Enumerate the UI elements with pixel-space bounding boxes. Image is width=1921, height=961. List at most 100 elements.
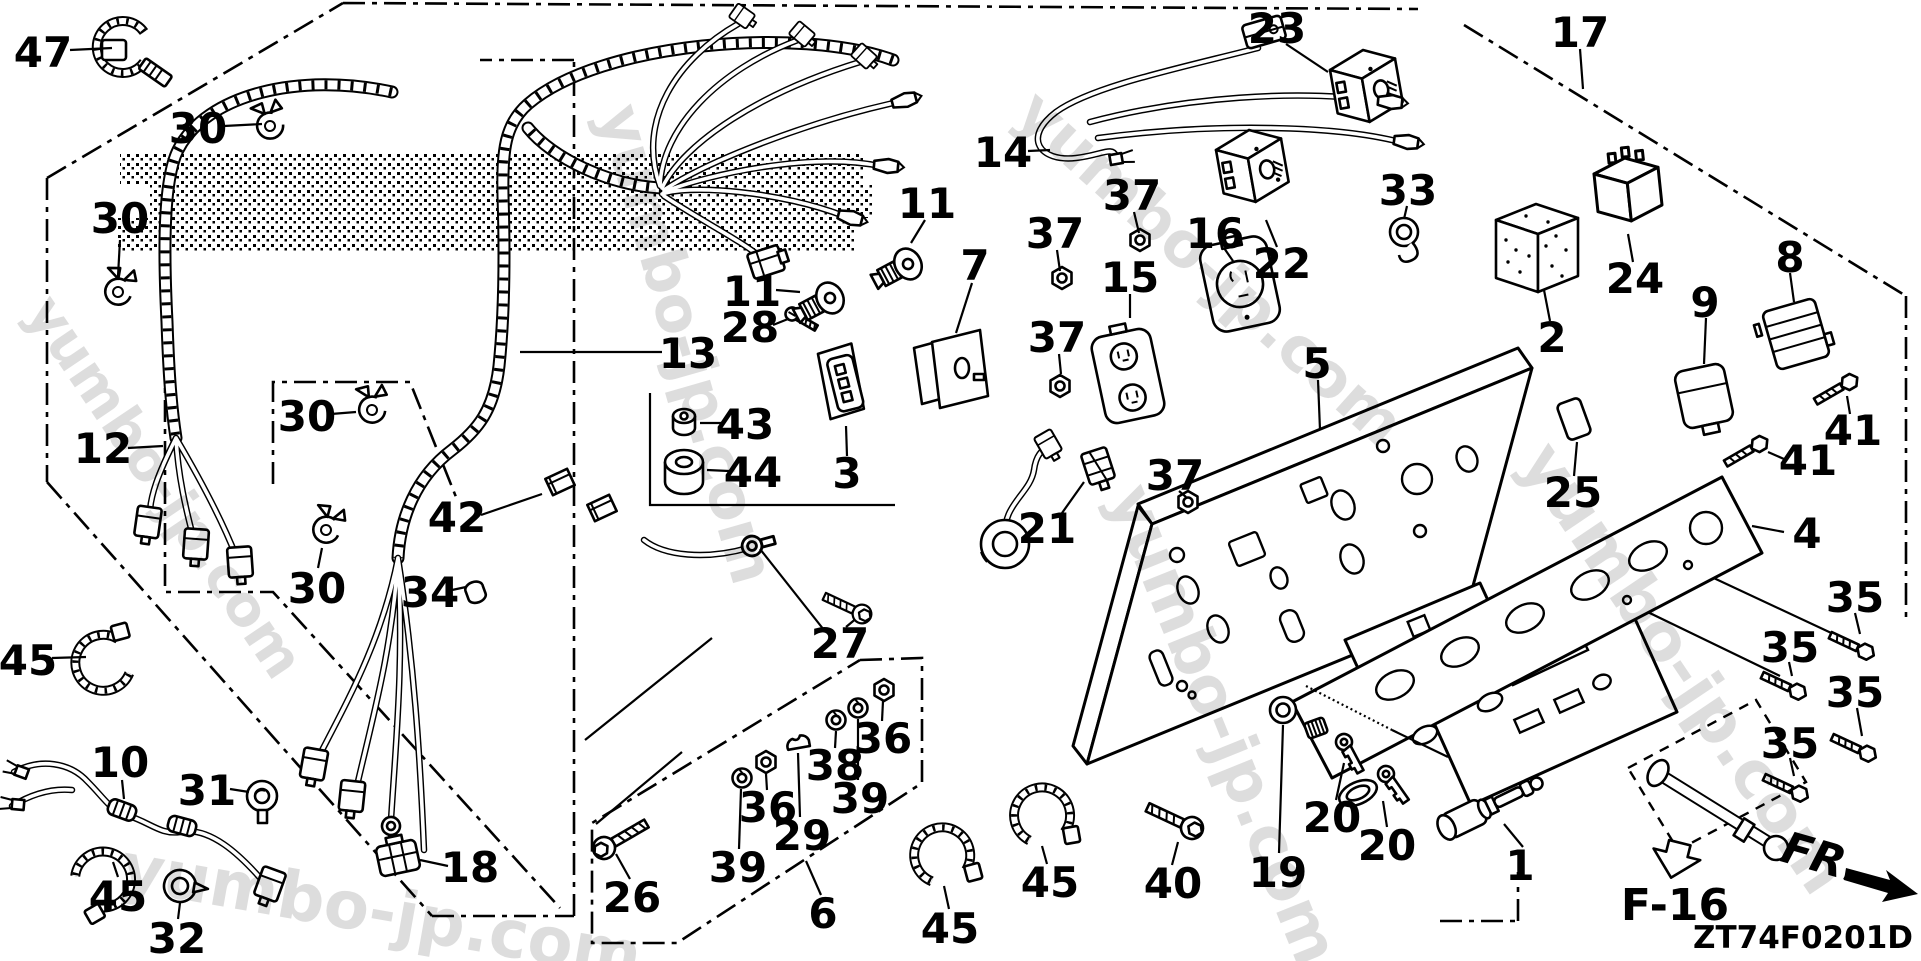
band-clip-45 [68,622,142,697]
plate-25 [1556,397,1592,441]
key-20 [1373,761,1414,808]
leader-line [223,122,263,128]
part-label-6: 6 [808,889,837,938]
part-label-26: 26 [603,873,661,922]
grommet-31 [245,779,279,825]
leader-line [1626,233,1635,263]
leader-line [759,548,825,631]
leader-line [844,425,849,457]
part-label-20: 20 [1358,821,1416,870]
part-label-16: 16 [1186,209,1244,258]
leader-line [1264,219,1279,248]
leader-line [1170,841,1180,866]
receptacle-15 [1086,317,1168,427]
leader-line [1132,211,1141,234]
clip-30 [100,264,140,309]
leader-line [804,860,823,896]
part-label-40: 40 [1144,859,1202,908]
part-label-24: 24 [1606,254,1664,303]
part-label-38: 38 [806,741,864,790]
leader-line [1503,823,1524,848]
nut-37 [1051,265,1073,291]
leader-line [316,547,324,569]
f16-down-arrow-icon [1652,838,1702,879]
leader-line [1402,205,1409,220]
connector-box [746,244,791,280]
harness-wires [8,20,1449,884]
relay-24 [1590,142,1665,226]
wire-harness-tubes [158,36,900,565]
box-clips30 [271,380,460,503]
leader-line [1277,724,1285,854]
part-label-3: 3 [832,449,861,498]
leader-line [1040,845,1049,865]
leader-line [1845,395,1852,415]
leader-line [1578,48,1585,90]
part-label-8: 8 [1775,233,1804,282]
leader-line [1057,353,1063,375]
ring-nut-19 [1268,695,1298,725]
leader-line [229,787,250,794]
leader-line [1788,757,1796,777]
clip-30 [354,383,391,426]
panel-4-frontplate [1290,475,1764,780]
terminal-42 [586,493,618,523]
leader-line [615,853,631,880]
bolt-41 [1720,432,1773,471]
leader-line [833,730,838,749]
leader-line [1788,272,1796,303]
leader-line [1702,317,1708,365]
part-label-45: 45 [921,904,979,953]
leader-line [1285,43,1329,73]
leader-line [1055,249,1062,272]
leader-line [127,444,164,450]
switch-3 [816,341,867,422]
leader-line [764,773,769,791]
band-clip-45 [1010,782,1081,852]
leader-line [51,655,87,660]
part-label-42: 42 [428,493,486,542]
bolt-40 [1141,796,1208,844]
leader-line [419,858,449,868]
part-label-10: 10 [91,738,149,787]
leader-line [706,468,730,473]
leader-line [1061,481,1085,514]
part-label-2: 2 [1537,313,1566,362]
clamp-47 [91,16,173,88]
leader-line [480,492,543,517]
switch-7 [912,328,990,410]
wire-10-terminals [0,758,288,911]
part-label-32: 32 [148,914,206,961]
switch-21 [1080,446,1116,492]
relay-9 [1673,362,1735,437]
bolt-35 [1826,627,1879,664]
part-label-5: 5 [1302,339,1331,388]
nut-36 [755,749,777,775]
spade-terminal [889,87,925,112]
leader-line [69,46,113,52]
part-label-23: 23 [1248,4,1306,53]
part-label-4: 4 [1792,509,1821,558]
leader-line [775,288,801,294]
leader-line [176,902,182,920]
bolt-35 [1828,729,1881,766]
part-label-30: 30 [91,194,149,243]
spade-terminal [1391,131,1427,153]
leader-line [772,317,789,327]
part-label-17: 17 [1551,8,1609,57]
part-label-45: 45 [0,636,57,685]
ignition-cable-1 [1436,776,1544,841]
connector [297,745,330,790]
control-panel-assembly [1071,346,1764,807]
part-label-31: 31 [178,766,236,815]
part-label-41: 41 [1824,406,1882,455]
part-label-39: 39 [709,843,767,892]
bolt-35 [1758,667,1811,704]
leader-line [796,752,802,818]
leader-line [880,700,885,722]
part-label-14: 14 [974,128,1032,177]
part-label-37: 37 [1146,451,1204,500]
parts [0,2,1918,924]
